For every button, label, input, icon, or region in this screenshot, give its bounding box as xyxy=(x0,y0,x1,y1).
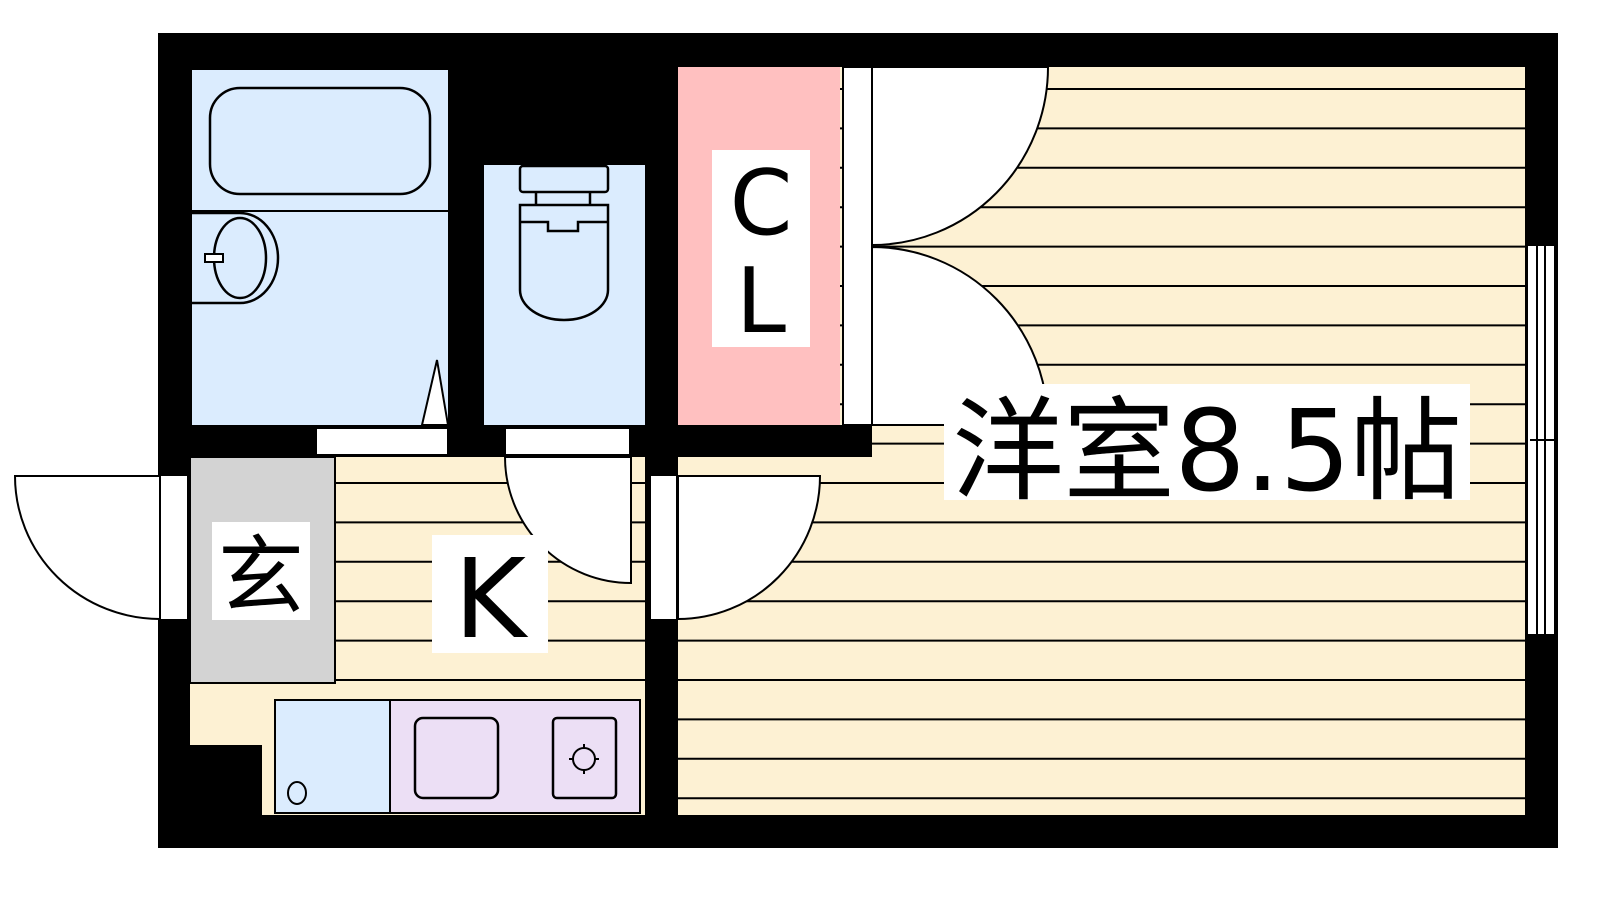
toilet-door-swing xyxy=(503,456,632,585)
closet-door-frame xyxy=(842,66,873,426)
room-door-swing xyxy=(677,475,822,621)
room-doorway xyxy=(649,474,678,621)
entrance-label: 玄 xyxy=(218,527,304,627)
western-room-label: 洋室8.5帖 xyxy=(952,387,1462,517)
entrance-doorway xyxy=(159,474,189,621)
toilet-icon xyxy=(518,164,610,322)
burner-icon xyxy=(551,716,618,800)
bathroom xyxy=(192,70,448,425)
bathroom-doorway xyxy=(315,427,449,456)
drain-icon xyxy=(287,781,307,805)
closet-label-c: C xyxy=(730,151,793,256)
closet-door-swing-upper xyxy=(871,66,1050,247)
sink-counter xyxy=(274,699,391,814)
wall-block xyxy=(190,745,262,815)
sink-icon xyxy=(413,716,500,800)
bathtub-icon xyxy=(208,86,432,196)
toilet-room xyxy=(484,165,645,425)
closet-label-l: L xyxy=(736,249,786,354)
window xyxy=(1526,244,1556,636)
toilet-doorway xyxy=(504,427,631,456)
entrance-door-swing[interactable] xyxy=(13,475,161,621)
washbasin-icon xyxy=(192,211,280,305)
kitchen-label: K xyxy=(454,535,529,663)
